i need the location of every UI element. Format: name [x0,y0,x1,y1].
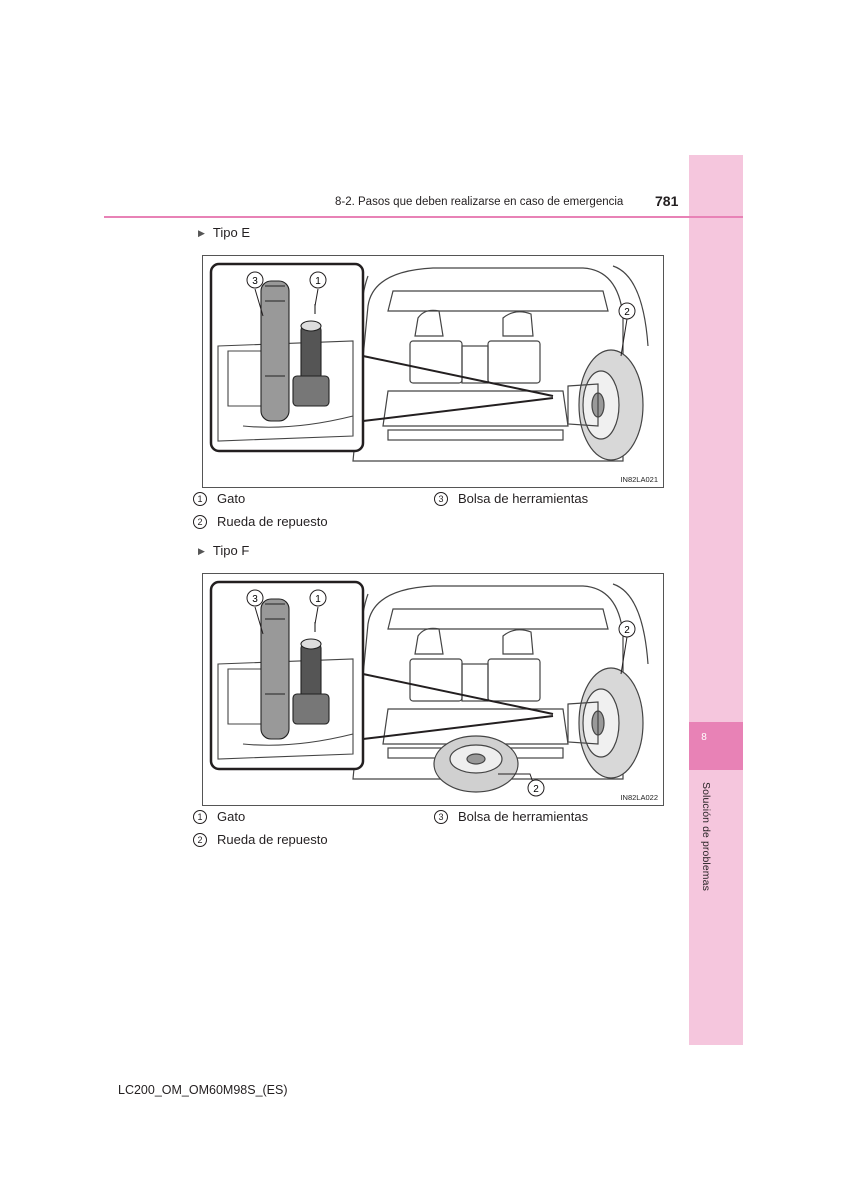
callout-3-marker [246,589,264,607]
document-code: LC200_OM_OM60M98S_(ES) [118,1083,288,1097]
chapter-side-band [689,155,743,1045]
callout-2-label: 2 [533,784,539,795]
figure-tipo-f: 3 1 2 2 IN82LA022 [202,573,664,806]
callout-2-label: 2 [624,307,630,318]
triangle-bullet-icon: ▶ [198,546,205,556]
triangle-bullet-icon: ▶ [198,228,205,238]
figure-code: IN82LA021 [620,475,658,484]
legend-number: 2 [193,832,207,847]
legend-label: Bolsa de herramientas [458,491,589,506]
page-number: 781 [655,193,679,209]
chapter-number: 8 [701,732,707,743]
legend-number: 2 [193,514,207,529]
legend-item-3: 3 Bolsa de herramientas [434,809,588,824]
chapter-title: Solución de problemas [700,782,712,891]
callout-1-label: 1 [315,276,321,287]
header-rule [104,216,743,218]
callout-1-marker [309,271,327,289]
legend-item-1: 1 Gato [193,491,245,506]
legend-number: 1 [193,491,207,506]
chapter-tab [689,722,743,770]
callout-1-marker [309,589,327,607]
legend-item-1: 1 Gato [193,809,245,824]
cargo-illustration: 3 1 2 2 [209,580,649,797]
legend-label: Bolsa de herramientas [458,809,589,824]
legend-label: Rueda de repuesto [217,832,328,847]
header-section-title: 8-2. Pasos que deben realizarse en caso … [335,196,624,208]
cargo-illustration: 3 1 2 [209,262,649,462]
callout-2-marker [618,620,636,638]
figure-tipo-e: 3 1 2 IN82LA021 [202,255,664,488]
legend-item-2: 2 Rueda de repuesto [193,832,328,847]
legend-label: Gato [217,809,246,824]
legend-number: 3 [434,491,448,506]
callout-1-label: 1 [315,594,321,605]
callout-2-marker [618,302,636,320]
section-heading-tipo-e: ▶Tipo E [198,225,251,240]
legend-item-2: 2 Rueda de repuesto [193,514,328,529]
section-heading-tipo-f: ▶Tipo F [198,543,250,558]
callout-2-marker [527,779,545,797]
legend-item-3: 3 Bolsa de herramientas [434,491,588,506]
legend-label: Rueda de repuesto [217,514,328,529]
callout-3-marker [246,271,264,289]
legend-number: 1 [193,809,207,824]
figure-code: IN82LA022 [620,793,658,802]
legend-label: Gato [217,491,246,506]
legend-number: 3 [434,809,448,824]
callout-2-label: 2 [624,625,630,636]
callout-3-label: 3 [252,276,258,287]
callout-3-label: 3 [252,594,258,605]
